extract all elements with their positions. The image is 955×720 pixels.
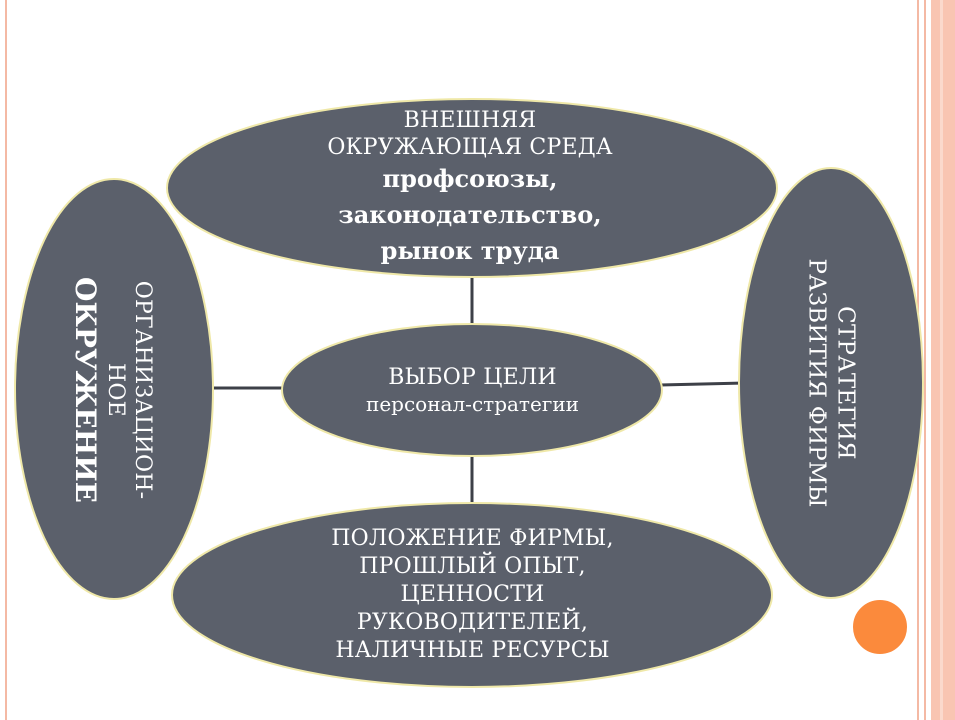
node-goal-selection bbox=[281, 323, 663, 457]
organizational-environment-line-1: ОРГАНИЗАЦИОН- bbox=[130, 280, 155, 500]
external-environment-title-1: ВНЕШНЯЯ bbox=[403, 107, 537, 133]
node-company-strategy bbox=[738, 167, 924, 599]
company-position-line-5: НАЛИЧНЫЕ РЕСУРСЫ bbox=[335, 638, 610, 663]
company-position-text: ПОЛОЖЕНИЕ ФИРМЫ, ПРОШЛЫЙ ОПЫТ, ЦЕННОСТИ … bbox=[175, 505, 770, 685]
external-environment-item-labor-market: рынок труда bbox=[380, 235, 560, 265]
goal-selection-title: ВЫБОР ЦЕЛИ bbox=[388, 364, 557, 390]
slide-frame-right-line-2 bbox=[924, 0, 926, 720]
organizational-environment-line-3: ОКРУЖЕНИЕ bbox=[69, 277, 102, 503]
external-environment-item-legislation: законодательство, bbox=[338, 199, 602, 229]
node-external-environment bbox=[166, 98, 778, 278]
company-position-line-4: РУКОВОДИТЕЛЕЙ, bbox=[356, 610, 589, 635]
organizational-environment-text: ОРГАНИЗАЦИОН- НОЕ ОКРУЖЕНИЕ bbox=[22, 190, 202, 590]
slide-side-band bbox=[931, 0, 955, 720]
goal-selection-text: ВЫБОР ЦЕЛИ персонал-стратегии bbox=[285, 335, 660, 445]
external-environment-text: ВНЕШНЯЯ ОКРУЖАЮЩАЯ СРЕДА профсоюзы, зако… bbox=[170, 100, 770, 275]
company-position-line-3: ЦЕННОСТИ bbox=[400, 582, 545, 607]
slide-side-band-stripe bbox=[940, 0, 943, 720]
node-company-position bbox=[171, 502, 773, 688]
company-strategy-line-2: РАЗВИТИЯ ФИРМЫ bbox=[804, 257, 831, 508]
company-position-line-1: ПОЛОЖЕНИЕ ФИРМЫ, bbox=[331, 526, 614, 551]
company-strategy-line-1: СТРАТЕГИЯ bbox=[833, 305, 860, 460]
organizational-environment-line-2: НОЕ bbox=[103, 363, 128, 417]
external-environment-title-2: ОКРУЖАЮЩАЯ СРЕДА bbox=[327, 134, 613, 160]
external-environment-item-unions: профсоюзы, bbox=[382, 163, 558, 193]
accent-dot bbox=[850, 597, 910, 657]
node-organizational-environment bbox=[14, 178, 214, 600]
company-strategy-text: СТРАТЕГИЯ РАЗВИТИЯ ФИРМЫ bbox=[742, 170, 920, 595]
slide-frame-left-line bbox=[5, 0, 7, 720]
company-position-line-2: ПРОШЛЫЙ ОПЫТ, bbox=[359, 554, 586, 579]
connector-center-right bbox=[659, 381, 746, 387]
goal-selection-subtitle: персонал-стратегии bbox=[366, 391, 579, 416]
